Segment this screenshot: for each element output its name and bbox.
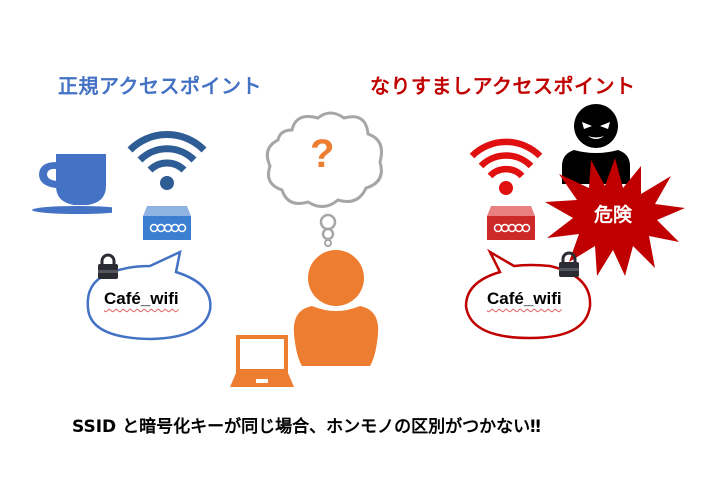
legit-ssid-label: Café_wifi: [104, 289, 179, 308]
coffee-cup-icon: [32, 154, 112, 214]
lock-icon: [98, 253, 118, 279]
caption: SSID と暗号化キーが同じ場合、ホンモノの区別がつかない‼: [72, 417, 541, 437]
question-mark: ?: [310, 132, 335, 176]
danger-label: 危険: [594, 204, 633, 226]
legit-ap-title: 正規アクセスポイント: [58, 74, 262, 98]
wifi-icon: [127, 131, 207, 190]
router-icon: [487, 206, 535, 240]
laptop-icon: [230, 335, 294, 387]
ssid-speech-bubble: [86, 249, 212, 341]
user-icon: [293, 250, 379, 366]
wifi-icon: [469, 138, 543, 195]
lock-icon: [559, 251, 579, 277]
router-icon: [143, 206, 191, 240]
thought-cloud: [265, 111, 383, 247]
danger-burst: [545, 158, 685, 276]
fake-ssid-label: Café_wifi: [487, 289, 562, 308]
fake-ap-title: なりすましアクセスポイント: [370, 74, 636, 98]
